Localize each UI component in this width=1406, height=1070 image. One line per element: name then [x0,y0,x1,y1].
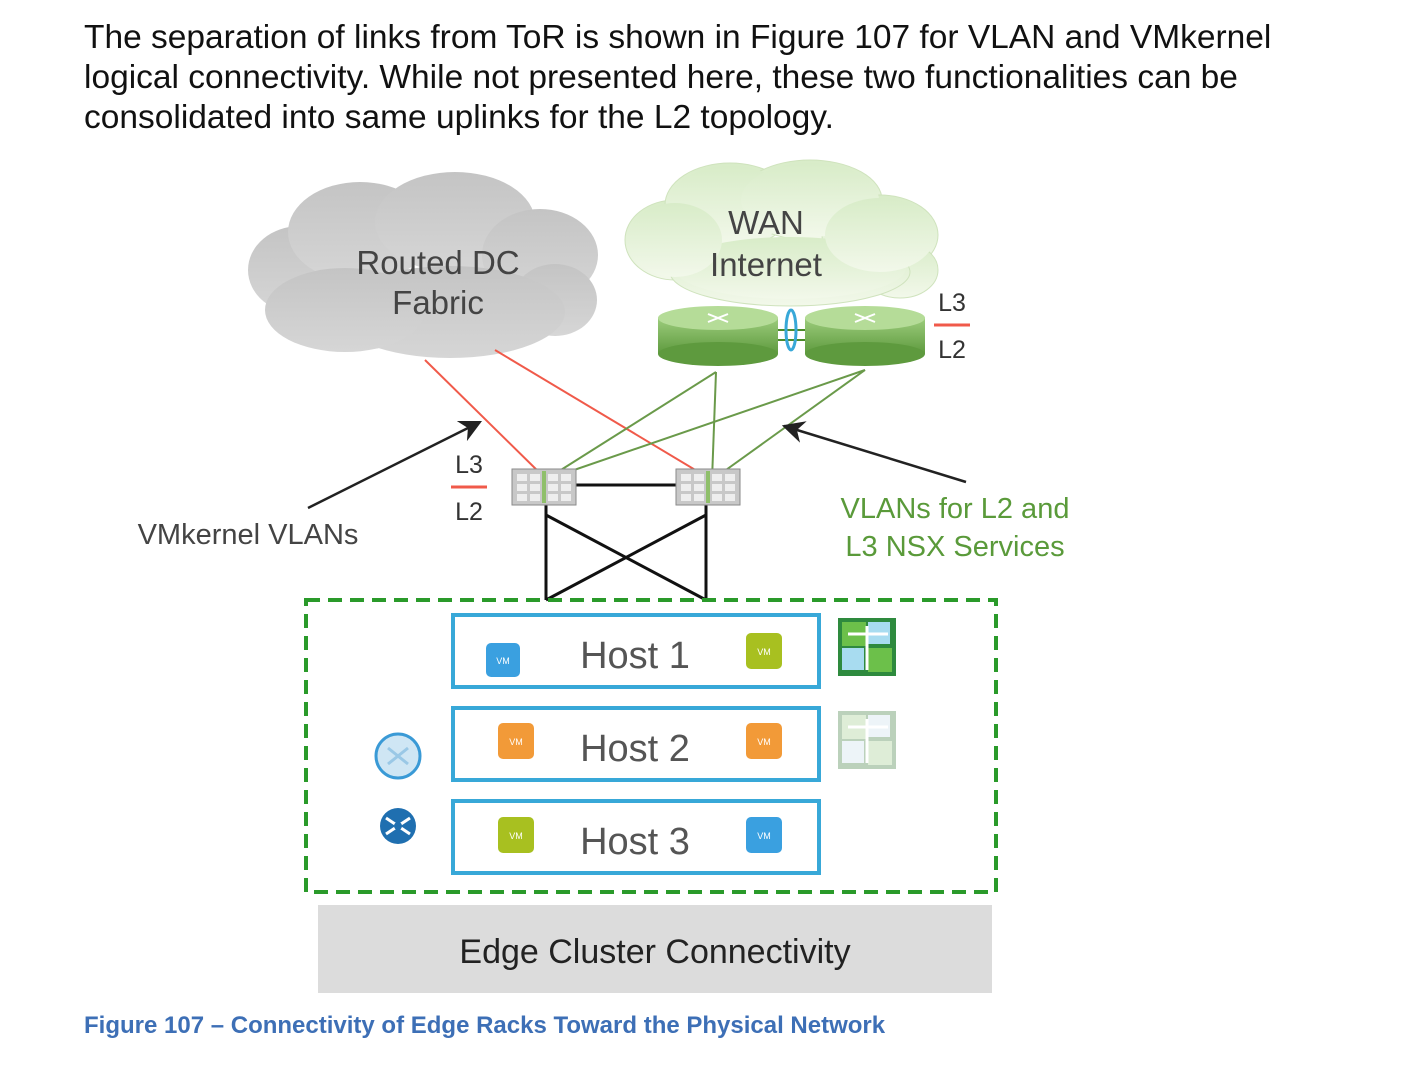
nsx-vlans-label-line2: L3 NSX Services [845,531,1064,563]
tor-l3-label: L3 [455,451,483,479]
host-2: VM Host 2 VM [451,706,821,782]
intro-paragraph: The separation of links from ToR is show… [84,19,1272,136]
router-icon [805,306,925,366]
routed-fabric-links [424,349,713,481]
host-label: Host 2 [580,728,690,770]
routed-cloud-line2: Fabric [392,284,484,321]
wan-cloud-line2: Internet [710,246,822,283]
tor-downlinks [544,483,708,602]
router-interconnect-icon [778,308,805,352]
figure-caption: Figure 107 – Connectivity of Edge Racks … [84,1012,886,1039]
svg-text:VM: VM [757,737,771,747]
tor-l3-l2-boundary: L3 L2 [451,451,487,526]
vm-icon: VM [746,723,782,759]
edge-cluster-bar [318,905,992,993]
vmkernel-vlans-label: VMkernel VLANs [138,519,359,551]
host-label: Host 1 [580,635,690,677]
router-icon [658,306,778,366]
tor-switch-left [511,468,577,506]
wan-l3-l2-boundary: L3 L2 [934,289,970,364]
nsx-edge-icon [838,618,896,676]
routed-cloud-line1: Routed DC [356,244,519,281]
svg-text:VM: VM [509,831,523,841]
wan-edge-routers [658,306,925,366]
edge-cluster-label: Edge Cluster Connectivity [459,933,850,971]
wan-internet-cloud: WAN Internet [624,159,939,307]
tor-l2-label: L2 [455,498,483,526]
routed-dc-fabric-cloud: Routed DC Fabric [248,172,598,358]
vm-icon: VM [746,817,782,853]
vm-icon: VM [498,723,534,759]
wan-l2-label: L2 [938,336,966,364]
wan-links [544,369,866,481]
vm-icon: VM [498,817,534,853]
edge-cluster-boundary [304,598,998,894]
wan-cloud-line1: WAN [728,204,804,241]
wan-l3-label: L3 [938,289,966,317]
vmkernel-arrow [307,420,483,510]
tor-switch-right [675,468,741,506]
svg-text:VM: VM [757,831,771,841]
vm-icon: VM [746,633,782,669]
logical-router-icon-faded [374,732,422,780]
host-1: VM Host 1 VM [451,613,821,689]
logical-router-icon [380,808,416,844]
svg-text:VM: VM [509,737,523,747]
svg-text:VM: VM [496,656,510,666]
vm-icon: VM [486,643,520,677]
host-label: Host 3 [580,821,690,863]
svg-text:VM: VM [757,647,771,657]
host-3: VM Host 3 VM [451,799,821,875]
nsx-vlans-arrow [781,421,967,484]
nsx-edge-icon-faded [838,711,896,769]
nsx-vlans-label-line1: VLANs for L2 and [841,493,1070,525]
